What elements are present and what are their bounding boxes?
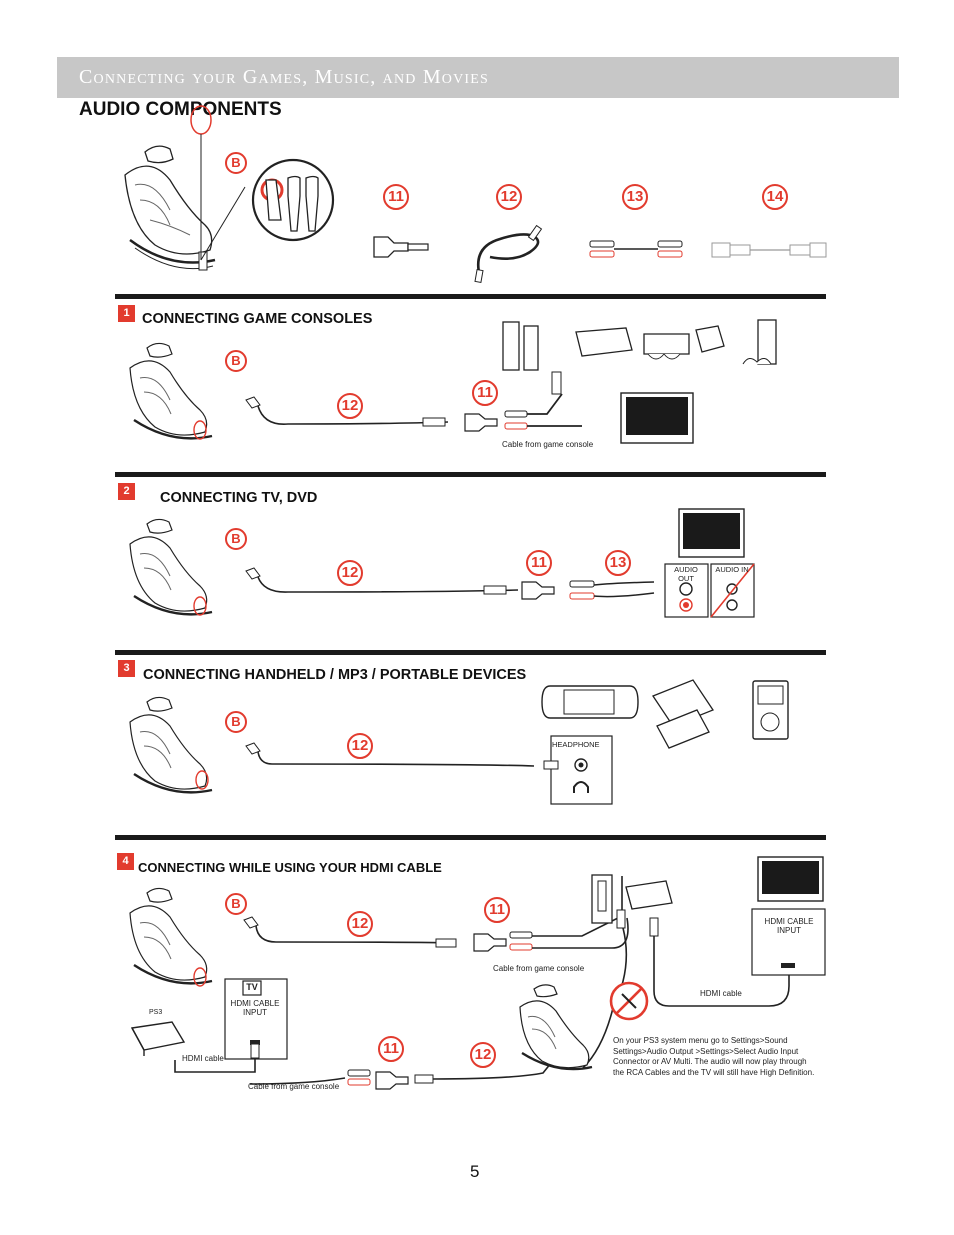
cable-connection-lower: [249, 1062, 552, 1090]
audio-jack-panel: [664, 563, 755, 618]
section-divider: [115, 294, 826, 299]
hdmi-cable-lower: [174, 1043, 260, 1073]
callout-12: 12: [337, 393, 363, 419]
audio-out-label: AUDIO OUT: [674, 565, 698, 583]
audio-in-label: AUDIO IN: [715, 565, 749, 574]
y-adapter-icon: [373, 236, 429, 258]
chair-illustration: [129, 518, 213, 616]
chair-illustration: [129, 342, 213, 440]
tv-icon: [757, 856, 824, 902]
chair-illustration: [129, 887, 213, 987]
rca-cable-icon: [589, 240, 683, 258]
callout-13: 13: [605, 550, 631, 576]
callout-11: 11: [472, 380, 498, 406]
cable-caption: Cable from game console: [493, 964, 585, 973]
zoom-circle-connectors: [251, 158, 335, 242]
nintendo-ds-icon: [652, 679, 714, 749]
hdmi-cable-label: HDMI cable: [700, 989, 742, 998]
callout-12: 12: [496, 184, 522, 210]
chair-illustration: [129, 696, 213, 794]
callout-11: 11: [526, 550, 552, 576]
hdmi-input-label-small: HDMI CABLE INPUT: [230, 999, 280, 1017]
callout-11: 11: [484, 897, 510, 923]
chair-illustration: [519, 984, 593, 1071]
mp3-player-icon: [752, 680, 789, 740]
section-title-hdmi: CONNECTING WHILE USING YOUR HDMI CABLE: [138, 860, 442, 875]
callout-b: B: [225, 711, 247, 733]
cable-caption: Cable from game console: [502, 440, 594, 449]
cable-connection-2: [245, 567, 655, 600]
usb-cable-icon: [711, 242, 827, 258]
section-divider: [115, 472, 826, 477]
section-title-tv-dvd: CONNECTING TV, DVD: [160, 490, 318, 506]
audio-cable-icon: [474, 224, 543, 284]
headphone-label: HEADPHONE: [552, 740, 600, 749]
psp-icon: [541, 685, 639, 719]
callout-12: 12: [337, 560, 363, 586]
callout-b: B: [225, 350, 247, 372]
callout-11: 11: [383, 184, 409, 210]
ps3-label: PS3: [149, 1009, 163, 1016]
tv-icon: [678, 508, 745, 558]
section-number-3: 3: [118, 660, 135, 677]
tv-label: TV: [246, 982, 258, 992]
hdmi-input-panel: [751, 908, 826, 976]
section-divider: [115, 650, 826, 655]
xbox-console-icon: [591, 874, 613, 924]
callout-b: B: [225, 152, 247, 174]
cable-connection-4: [243, 876, 790, 1069]
callout-13: 13: [622, 184, 648, 210]
no-symbol-icon: [609, 981, 649, 1021]
page-number: 5: [470, 1162, 480, 1181]
hdmi-input-label: HDMI CABLE INPUT: [764, 917, 814, 935]
callout-b: B: [225, 528, 247, 550]
callout-12: 12: [347, 911, 373, 937]
headphone-port-panel: [543, 735, 613, 805]
ps3-settings-note: On your PS3 system menu go to Settings>S…: [613, 1036, 815, 1077]
callout-11: 11: [378, 1036, 404, 1062]
cable-connection-3: [245, 742, 535, 767]
callout-12: 12: [347, 733, 373, 759]
page-title: Connecting your Games, Music, and Movies: [79, 66, 490, 88]
section-title-handheld: CONNECTING HANDHELD / MP3 / PORTABLE DEV…: [143, 667, 527, 683]
callout-b: B: [225, 893, 247, 915]
callout-12: 12: [470, 1042, 496, 1068]
section-number-1: 1: [118, 305, 135, 322]
section-heading-audio-components: AUDIO COMPONENTS: [79, 99, 282, 120]
hdmi-cable-label-small: HDMI cable: [182, 1054, 224, 1063]
callout-14: 14: [762, 184, 788, 210]
cable-caption-lower: Cable from game console: [248, 1082, 340, 1091]
tv-icon: [620, 392, 694, 444]
section-divider: [115, 835, 826, 840]
ps3-console-icon: [625, 880, 673, 910]
section-number-2: 2: [118, 483, 135, 500]
section-number-4: 4: [117, 853, 134, 870]
title-banner: [57, 57, 899, 98]
ps3-console-icon: [130, 1021, 186, 1056]
cable-connection-1: [245, 371, 582, 432]
section-title-game-consoles: CONNECTING GAME CONSOLES: [142, 311, 373, 327]
highlight-marker: [190, 105, 246, 261]
chair-illustration-top: [124, 145, 216, 271]
console-icons: [502, 319, 777, 371]
